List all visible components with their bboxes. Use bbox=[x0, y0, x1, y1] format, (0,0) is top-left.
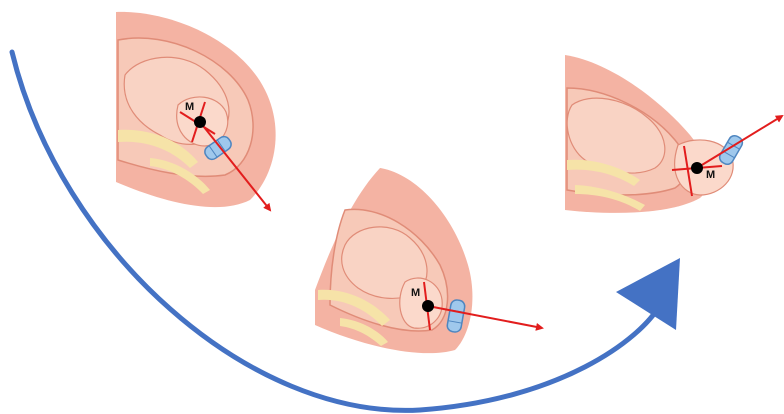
stage-1-point-m bbox=[194, 116, 206, 128]
stage-2-panel: M bbox=[315, 168, 542, 353]
stage-2-point-label: M bbox=[411, 287, 420, 299]
stage-3-point-label: M bbox=[706, 169, 715, 181]
stage-2-point-m bbox=[422, 300, 434, 312]
stage-1-panel: M bbox=[116, 12, 276, 210]
stage-1-point-label: M bbox=[185, 101, 194, 113]
stage-2-fetal-head bbox=[400, 278, 442, 328]
stage-3-point-m bbox=[691, 162, 703, 174]
progression-arc bbox=[12, 52, 660, 410]
stage-3-panel: M bbox=[565, 55, 782, 213]
